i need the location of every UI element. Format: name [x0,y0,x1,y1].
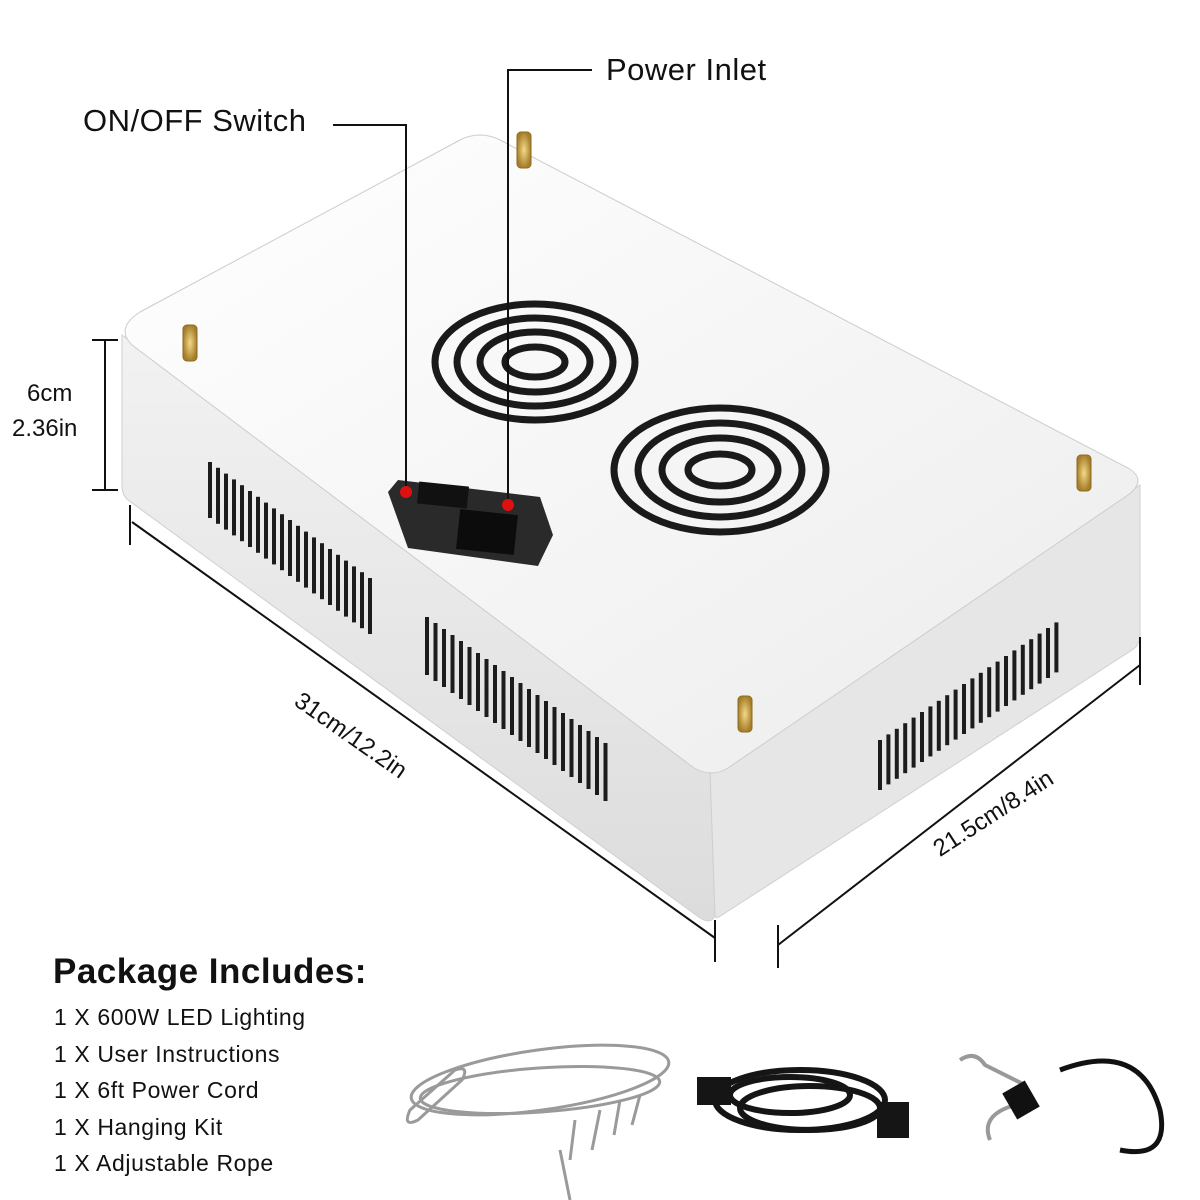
left-side-face [121,334,716,922]
vent-slot [450,635,455,693]
callout-leaders [333,69,592,505]
vent-slot [336,554,340,611]
vent-slot [264,502,268,559]
vent-slots [208,462,1059,801]
rocker-switch [416,481,470,509]
hanging-studs [182,131,1092,733]
vent-slot [368,578,372,634]
vent-slot [911,717,916,768]
vent-slot [352,566,356,623]
vent-slot [878,740,882,790]
vent-slot [248,491,252,547]
vent-slot [1046,628,1050,678]
package-item: 1 X 600W LED Lighting [54,1004,306,1030]
vent-slot [987,667,992,718]
vent-slot [484,659,489,717]
vent-slot [476,653,480,711]
top-face [124,134,1139,774]
vent-slot [467,647,472,705]
vent-slot [312,537,316,594]
vent-slot [569,719,574,777]
vent-slot [328,549,332,605]
vent-slot [518,683,523,741]
switch-label: ON/OFF Switch [83,103,307,138]
height-in-label: 2.36in [12,415,78,442]
vent-slot [552,707,557,765]
vent-slot [578,725,582,783]
vent-slot [501,671,506,729]
vent-slot [962,684,966,734]
vent-slot [586,731,591,789]
vent-slot [288,520,292,576]
package-item: 1 X Adjustable Rope [54,1150,274,1176]
vent-slot [433,623,438,681]
vent-slot [1054,622,1059,673]
dimension-lines [92,339,1141,968]
package-item: 1 X 6ft Power Cord [54,1077,260,1103]
package-item: 1 X User Instructions [54,1040,281,1067]
adjustable-rope-image [958,1054,1165,1155]
vent-slot [936,700,941,751]
vent-slot [595,737,599,795]
hanging-kit-image [405,1043,671,1200]
power-cord-image [697,1067,909,1138]
power-inlet-label: Power Inlet [606,52,767,87]
vent-slot [360,572,364,629]
vent-slot [1020,644,1025,695]
package-title: Package Includes: [53,952,367,991]
fan-grille-1 [431,300,639,424]
vent-slot [886,734,891,785]
vent-slot [561,713,565,771]
height-cm-label: 6cm [27,380,73,407]
vent-slot [970,678,975,729]
inlet-marker [502,499,514,511]
vent-slot [978,672,983,723]
vent-slot [953,689,958,740]
vent-slot [510,677,514,735]
vent-slot [1037,633,1042,684]
vent-slot [995,661,1000,712]
vent-slot [527,689,531,747]
vent-slot [304,531,308,588]
vent-slot [240,485,244,542]
vent-slot [493,665,497,723]
vent-slot [256,496,260,553]
vent-slot [216,467,220,524]
vent-slot [1004,656,1008,706]
vent-slot [544,701,548,759]
vent-slot [224,473,228,530]
vent-slot [603,743,608,801]
fan-grille-2 [610,404,830,536]
vent-slot [1029,639,1034,690]
vent-slot [425,617,429,675]
vent-slot [280,514,284,571]
vent-slot [320,543,324,600]
vent-slot [920,712,924,762]
vent-slot [442,629,446,687]
package-item: 1 X Hanging Kit [54,1113,223,1140]
vent-slot [344,560,348,617]
vent-slot [208,462,212,518]
vent-slot [903,723,908,774]
vent-slot [535,695,540,753]
vent-slot [894,728,899,779]
switch-marker [400,486,412,498]
vent-slot [459,641,463,699]
vent-slot [945,695,950,746]
vent-slot [296,525,300,582]
package-list: 1 X 600W LED Lighting 1 X User Instructi… [54,1003,306,1186]
power-inlet-socket [456,509,518,555]
vent-slot [1012,650,1017,701]
vent-slot [928,706,933,757]
vent-slot [272,508,276,565]
vent-slot [232,479,236,536]
